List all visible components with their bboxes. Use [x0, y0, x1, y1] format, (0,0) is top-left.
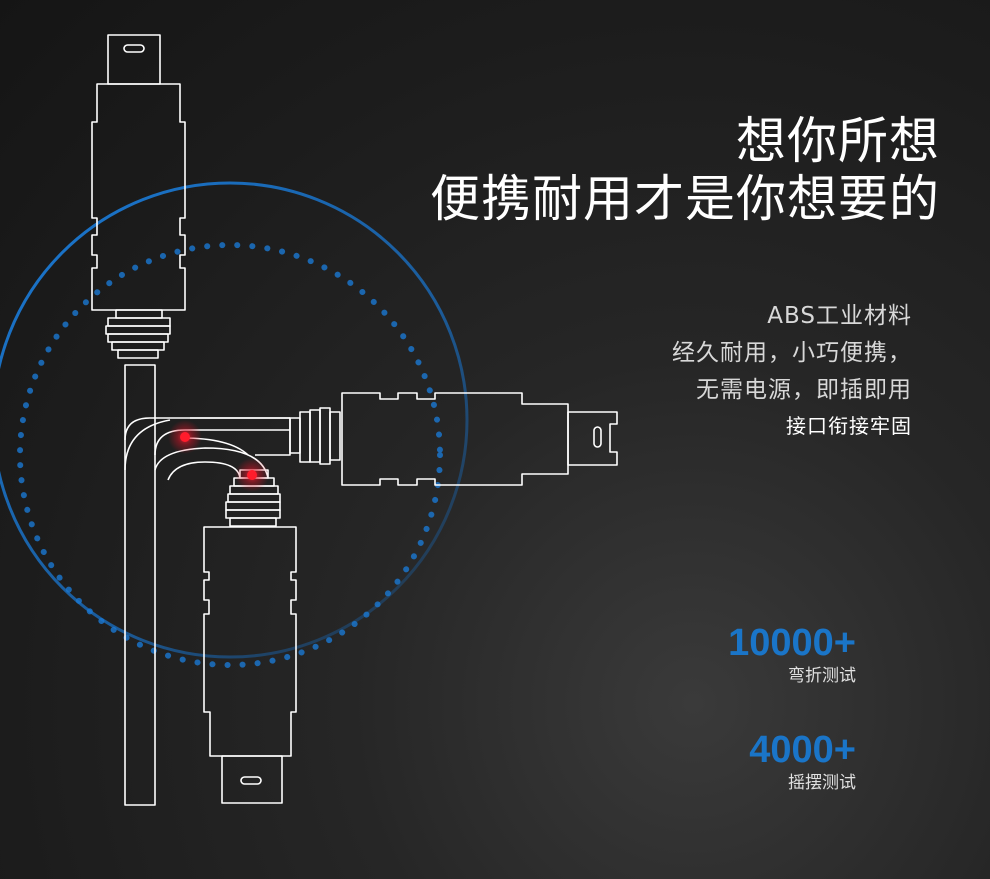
feature-list: ABS工业材料 经久耐用，小巧便携， 无需电源，即插即用 接口衔接牢固 — [552, 298, 912, 443]
headline-line-1: 想你所想 — [736, 112, 940, 170]
bend-point-icon — [235, 458, 269, 492]
stat-label: 弯折测试 — [788, 666, 856, 686]
usb-plug-icon — [91, 34, 186, 311]
stat-bend-test: 10000+ 弯折测试 — [636, 622, 856, 688]
bend-point-icon — [168, 420, 202, 454]
stat-value: 4000+ — [749, 729, 856, 771]
stat-label: 摇摆测试 — [788, 773, 856, 793]
feature-item: ABS工业材料 — [767, 303, 912, 329]
outer-ring — [0, 181, 469, 659]
cable-outer — [124, 364, 156, 806]
stat-swing-test: 4000+ 摇摆测试 — [636, 729, 856, 795]
dotted-ring — [17, 242, 443, 668]
feature-item: 经久耐用，小巧便携， — [672, 340, 912, 366]
headline: 想你所想 便携耐用才是你想要的 — [380, 112, 940, 228]
feature-item: 无需电源，即插即用 — [696, 377, 912, 403]
strain-relief-top — [105, 309, 171, 359]
feature-item: 接口衔接牢固 — [786, 414, 912, 438]
headline-line-2: 便携耐用才是你想要的 — [430, 170, 940, 228]
stat-value: 10000+ — [728, 622, 856, 664]
usb-plug-icon — [289, 392, 618, 486]
usb-plug-icon — [203, 526, 297, 804]
